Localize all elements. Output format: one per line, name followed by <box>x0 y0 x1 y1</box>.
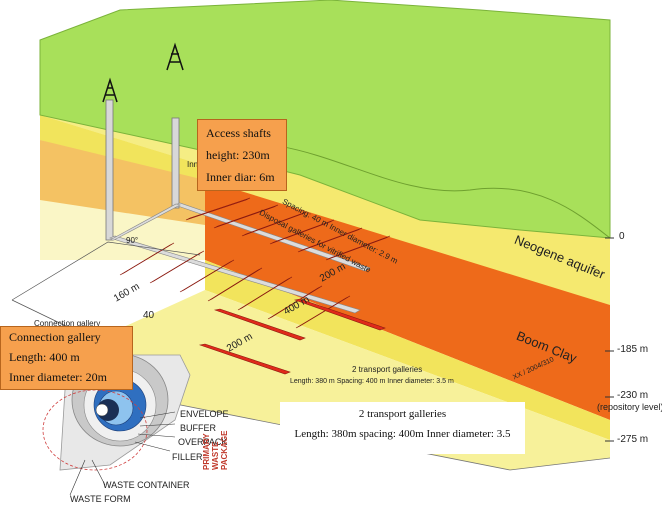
access-shaft-2 <box>171 117 180 209</box>
access-shaft-1 <box>105 99 114 241</box>
waste-form-label: WASTE FORM <box>70 494 131 504</box>
depth-275: -275 m <box>617 434 649 445</box>
primary-label-line1: PRIMARY <box>202 433 211 470</box>
buffer-label: BUFFER <box>180 423 216 433</box>
depth-0: 0 <box>619 231 625 242</box>
transport-galleries-details: Length: 380m spacing: 400m Inner diamete… <box>294 428 511 440</box>
filler-label: FILLER <box>172 452 203 462</box>
boom-clay-upper-wall <box>40 140 205 225</box>
primary-waste-package-label: PRIMARY WASTE PACKAGE <box>202 430 229 470</box>
access-shafts-height: height: 230m <box>206 148 270 162</box>
dimension-40-label: 40 <box>143 310 155 321</box>
lower-clay-layer <box>205 260 610 440</box>
transport-gallery-2 <box>174 202 371 272</box>
boom-clay-layer <box>205 180 610 420</box>
access-shafts-title: Access shafts <box>206 126 271 140</box>
derrick-left-icon <box>102 77 118 103</box>
envelope-label: ENVELOPE <box>180 409 229 419</box>
access-shafts-callout: Access shafts height: 230m Inner diar: 6… <box>197 119 287 191</box>
transport-small-title: 2 transport galleries <box>352 365 423 374</box>
derrick-right-icon <box>166 42 184 71</box>
depth-ticks <box>605 237 614 442</box>
transport-small-details: Length: 380 m Spacing: 400 m Inner diame… <box>290 378 454 385</box>
angle-label: 90° <box>126 236 139 245</box>
left-face-strata <box>40 115 205 260</box>
connection-gallery-callout: Connection gallery Length: 400 m Inner d… <box>0 326 133 390</box>
connection-gallery-title: Connection gallery <box>9 330 101 344</box>
connection-gallery-diameter: Inner diameter: 20m <box>9 370 107 384</box>
access-shafts-diameter: Inner diar: 6m <box>206 170 275 184</box>
overpack-label: OVERPACK <box>178 437 228 447</box>
transport-galleries-box: 2 transport galleries Length: 380m spaci… <box>280 402 525 454</box>
disposal-galleries <box>119 197 391 375</box>
waste-container-label: WASTE CONTAINER <box>103 480 190 490</box>
connection-gallery-tube <box>109 203 181 241</box>
connection-gallery-length: Length: 400 m <box>9 350 80 364</box>
depth-230-note: (repository level) <box>597 402 662 412</box>
connection-gallery-small-label: Connection gallery <box>34 319 101 328</box>
right-face-yellow <box>205 150 610 305</box>
transport-galleries-title: 2 transport galleries <box>358 408 447 420</box>
primary-label-line2: WASTE <box>211 441 220 470</box>
depth-185: -185 m <box>617 344 649 355</box>
primary-label-line3: PACKAGE <box>220 430 229 470</box>
shaft-note-label: Inn <box>187 160 199 169</box>
depth-230: -230 m <box>617 390 649 401</box>
